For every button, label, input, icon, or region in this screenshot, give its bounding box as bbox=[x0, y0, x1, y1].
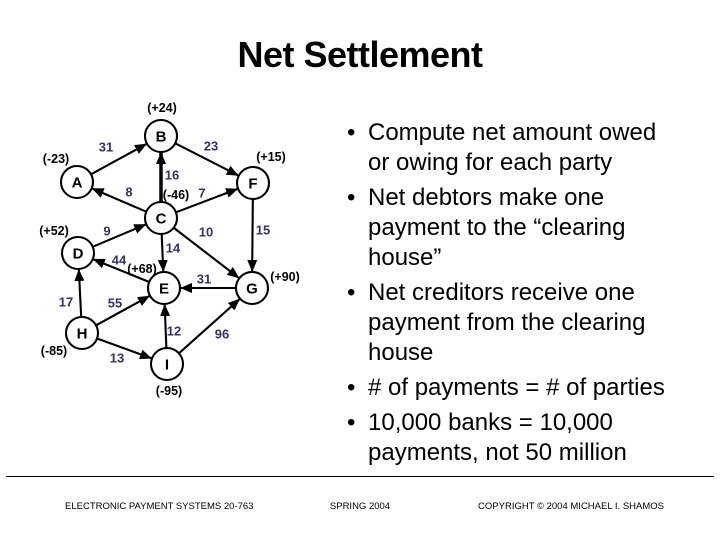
edge-C-F bbox=[175, 187, 239, 214]
edge-weight-G-E: 31 bbox=[197, 272, 211, 287]
node-label-I: I bbox=[165, 357, 169, 374]
edges-layer bbox=[74, 142, 258, 360]
edge-weight-H-D: 17 bbox=[59, 295, 73, 310]
node-label-D: D bbox=[73, 246, 84, 263]
net-amount-D: (+52) bbox=[39, 224, 69, 238]
node-H bbox=[64, 315, 100, 351]
node-A bbox=[59, 164, 95, 200]
edge-weight-I-E: 12 bbox=[167, 324, 181, 339]
page-title: Net Settlement bbox=[237, 34, 483, 75]
node-label-F: F bbox=[248, 176, 257, 193]
edge-weight-D-C: 9 bbox=[103, 224, 110, 239]
footer-course: ELECTRONIC PAYMENT SYSTEMS 20-763 bbox=[65, 501, 254, 512]
edge-weight-E-D: 44 bbox=[112, 253, 127, 268]
node-I bbox=[149, 346, 185, 382]
net-amount-G: (+90) bbox=[270, 270, 300, 284]
bullet-text: # of payments = # of parties bbox=[368, 374, 665, 401]
bullet-marker: • bbox=[347, 279, 356, 306]
bullet-marker: • bbox=[347, 409, 356, 436]
node-label-C: C bbox=[156, 211, 167, 228]
edge-weight-H-I: 13 bbox=[110, 351, 124, 366]
edge-C-A bbox=[91, 187, 147, 213]
edge-weight-C-E: 14 bbox=[166, 241, 181, 256]
footer-term: SPRING 2004 bbox=[329, 501, 391, 512]
edge-weight-B-F: 23 bbox=[204, 139, 218, 154]
edge-H-E bbox=[95, 295, 151, 327]
edge-H-I bbox=[96, 337, 152, 360]
node-label-G: G bbox=[246, 281, 258, 298]
footer-divider bbox=[6, 476, 714, 477]
node-label-B: B bbox=[156, 129, 167, 146]
net-amount-A: (-23) bbox=[43, 152, 69, 166]
bullet-item-4: • # of payments = # of parties bbox=[347, 373, 697, 403]
node-label-E: E bbox=[159, 281, 169, 298]
labels-layer: 31 23 16 8 7 9 14 10 15 31 44 17 55 13 12 96 (+24) (-23) (… bbox=[39, 101, 300, 398]
bullet-marker: • bbox=[347, 374, 356, 401]
edge-weight-A-B: 31 bbox=[99, 140, 113, 155]
node-B bbox=[143, 118, 179, 154]
net-amount-E: (+68) bbox=[127, 262, 157, 276]
settlement-graph: B A F C D E G H I 31 23 16 8 7 9 14 10 15 31 44 17 55 13 12 96 (… bbox=[39, 101, 300, 398]
edge-D-C bbox=[92, 223, 147, 248]
node-label-H: H bbox=[77, 326, 88, 343]
net-amount-F: (+15) bbox=[256, 150, 286, 164]
edge-C-E bbox=[157, 233, 168, 273]
bullet-marker: • bbox=[347, 184, 356, 211]
edge-I-G bbox=[178, 298, 241, 355]
edge-I-E bbox=[160, 303, 171, 349]
edge-weight-C-B: 16 bbox=[165, 168, 179, 183]
edge-C-G bbox=[173, 226, 240, 279]
edge-weight-C-A: 8 bbox=[125, 185, 132, 200]
node-G bbox=[234, 270, 270, 306]
node-C bbox=[143, 200, 179, 236]
edge-A-B bbox=[90, 143, 148, 176]
node-label-A: A bbox=[72, 175, 83, 192]
edge-weight-C-F: 7 bbox=[198, 186, 205, 201]
node-F bbox=[235, 165, 271, 201]
net-amount-C: (-46) bbox=[163, 188, 189, 202]
node-E bbox=[146, 270, 182, 306]
edge-weight-C-G: 10 bbox=[199, 225, 213, 240]
edge-weight-H-E: 55 bbox=[108, 296, 122, 311]
bullet-marker: • bbox=[347, 119, 356, 146]
node-D bbox=[60, 235, 96, 271]
footer-copyright: COPYRIGHT © 2004 MICHAEL I. SHAMOS bbox=[478, 501, 664, 512]
edge-H-D bbox=[74, 268, 85, 318]
net-amount-H: (-85) bbox=[41, 344, 67, 358]
net-amount-B: (+24) bbox=[147, 101, 177, 115]
net-amount-I: (-95) bbox=[156, 384, 182, 398]
edge-F-G bbox=[247, 198, 258, 273]
edge-weight-I-G: 96 bbox=[215, 327, 229, 342]
nodes-layer: B A F C D E G H I bbox=[59, 118, 271, 382]
edge-E-D bbox=[92, 258, 150, 283]
edge-weight-F-G: 15 bbox=[256, 223, 270, 238]
edge-B-F bbox=[174, 142, 239, 177]
